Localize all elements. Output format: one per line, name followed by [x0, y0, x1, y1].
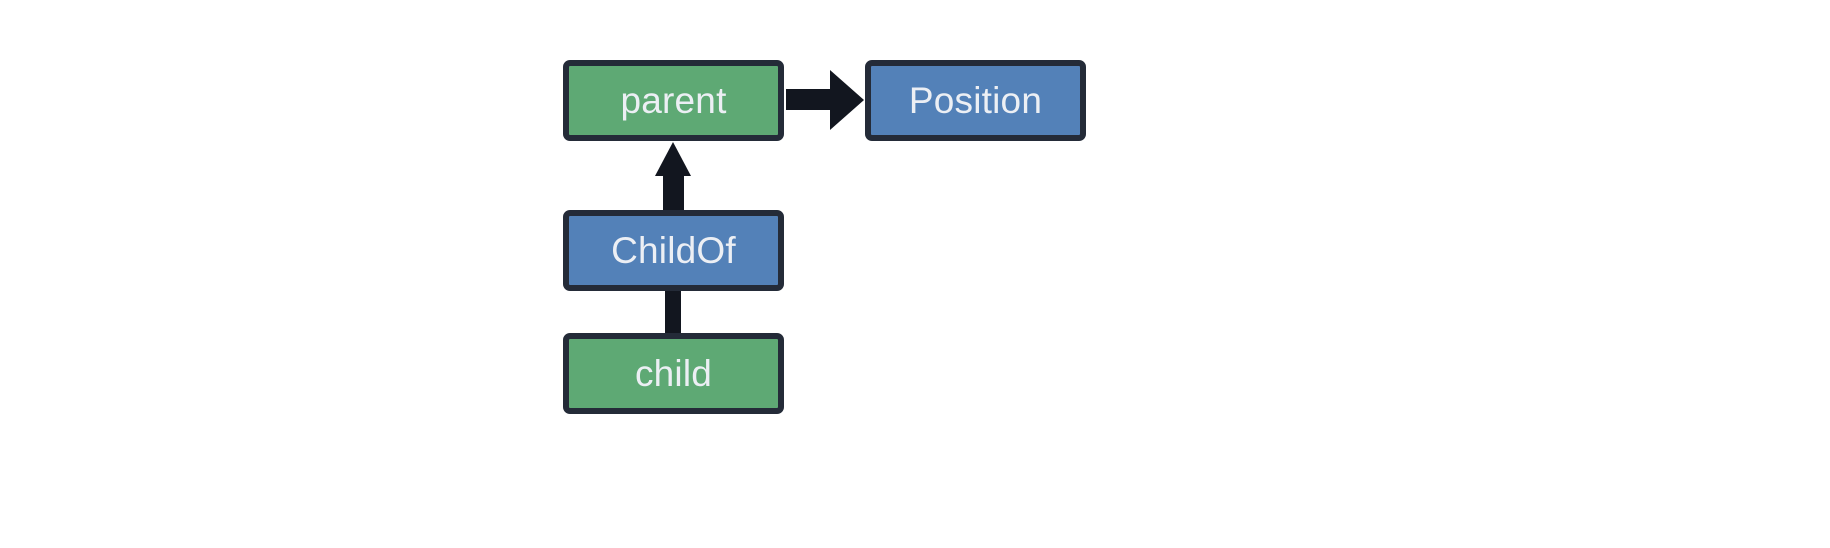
- node-position[interactable]: Position: [865, 60, 1086, 141]
- node-child[interactable]: child: [563, 333, 784, 414]
- edge-child-to-childof-shaft: [665, 288, 681, 336]
- edge-parent-to-position: [786, 70, 864, 130]
- node-parent-label: parent: [620, 80, 727, 121]
- edge-childof-to-parent-arrowhead: [655, 142, 691, 176]
- edge-childof-to-parent-shaft: [663, 168, 684, 212]
- node-position-label: Position: [908, 80, 1043, 121]
- edge-parent-to-position-arrowhead: [830, 70, 864, 130]
- node-childof-label: ChildOf: [611, 230, 736, 271]
- edge-child-to-childof: [665, 288, 681, 336]
- node-parent[interactable]: parent: [563, 60, 784, 141]
- edge-parent-to-position-shaft: [786, 89, 834, 110]
- node-childof[interactable]: ChildOf: [563, 210, 784, 291]
- edge-childof-to-parent: [655, 142, 691, 212]
- node-child-label: child: [634, 353, 713, 394]
